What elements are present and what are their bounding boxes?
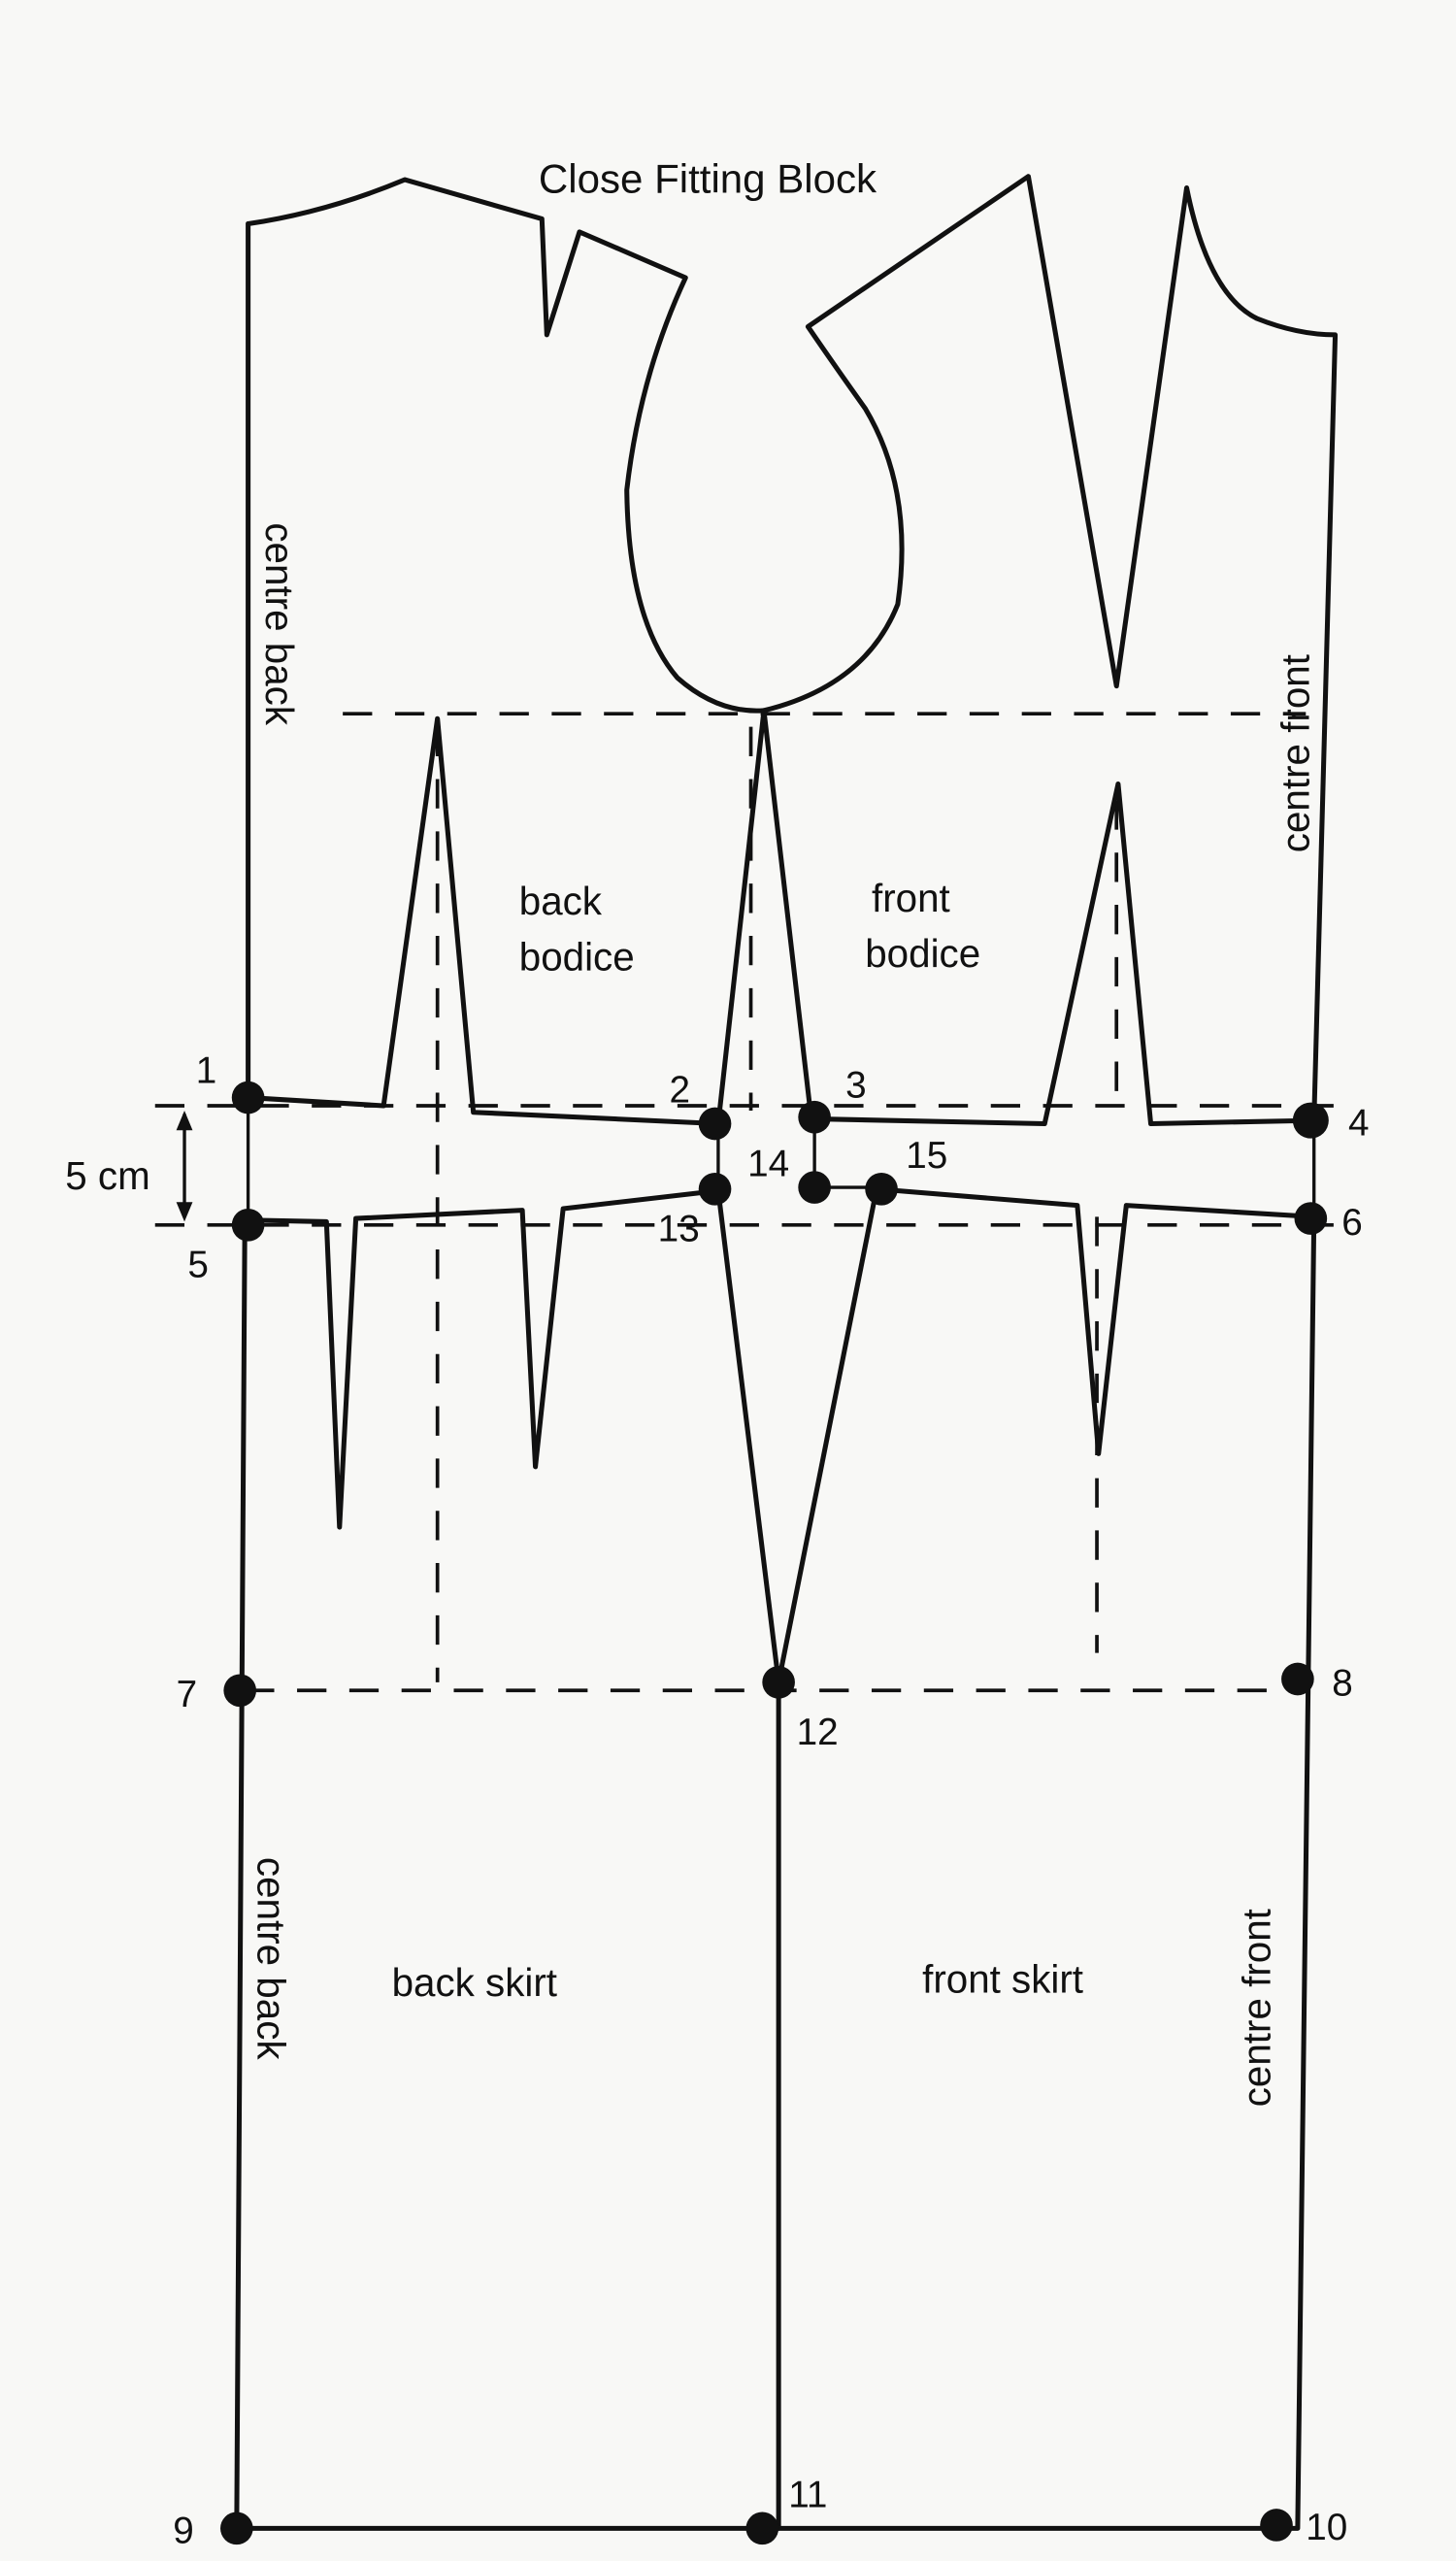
centre-front-top-label: centre front — [1274, 654, 1318, 852]
point-6-marker — [1294, 1202, 1328, 1235]
point-1-label: 1 — [196, 1049, 217, 1091]
point-13-label: 13 — [658, 1209, 700, 1250]
point-12-marker — [762, 1666, 795, 1699]
point-3-marker — [798, 1100, 831, 1134]
back-skirt-outline — [234, 1187, 781, 2531]
back-bodice-label-1: back — [519, 879, 603, 923]
front-bodice-outline — [761, 174, 1339, 1127]
point-10-label: 10 — [1306, 2507, 1347, 2548]
point-8-marker — [1281, 1662, 1314, 1696]
point-12-label: 12 — [797, 1712, 839, 1753]
point-14-marker — [798, 1171, 831, 1204]
point-15-marker — [865, 1172, 898, 1206]
point-4-marker — [1292, 1102, 1329, 1139]
point-9-marker — [220, 2511, 253, 2545]
point-1-marker — [231, 1081, 265, 1114]
centre-back-top-label: centre back — [257, 522, 302, 726]
point-3-label: 3 — [845, 1065, 867, 1107]
point-4-label: 4 — [1348, 1102, 1370, 1144]
centre-back-bottom-label: centre back — [249, 1857, 294, 2061]
point-10-marker — [1260, 2509, 1293, 2542]
measurement-label: 5 cm — [65, 1153, 149, 1198]
centre-front-bottom-label: centre front — [1234, 1909, 1278, 2107]
point-6-label: 6 — [1341, 1202, 1363, 1244]
front-skirt-label: front skirt — [922, 1957, 1083, 2002]
point-5-label: 5 — [187, 1245, 209, 1286]
point-2-marker — [698, 1107, 732, 1141]
point-7-label: 7 — [177, 1674, 198, 1715]
construction-points — [220, 1081, 1329, 2545]
point-5-marker — [231, 1208, 265, 1242]
construction-lines — [154, 712, 1355, 1693]
point-8-label: 8 — [1332, 1662, 1353, 1704]
point-14-label: 14 — [747, 1143, 789, 1184]
diagram-title: Close Fitting Block — [539, 156, 877, 202]
point-11-label: 11 — [788, 2474, 827, 2515]
back-skirt-label: back skirt — [392, 1960, 557, 2005]
front-bodice-label-1: front — [872, 876, 950, 920]
point-9-label: 9 — [173, 2510, 194, 2551]
back-bodice-label-2: bodice — [519, 934, 635, 979]
point-labels: 1 2 3 4 5 6 7 8 9 10 11 12 13 14 15 — [173, 1049, 1369, 2551]
front-skirt-outline — [762, 1186, 1317, 2531]
point-13-marker — [698, 1172, 732, 1206]
back-bodice-outline — [246, 177, 767, 1127]
point-11-marker — [745, 2511, 779, 2545]
point-7-marker — [223, 1674, 257, 1708]
measurement-arrow — [176, 1111, 193, 1222]
front-bodice-label-2: bodice — [865, 931, 980, 976]
point-15-label: 15 — [906, 1135, 947, 1177]
point-2-label: 2 — [669, 1070, 690, 1112]
